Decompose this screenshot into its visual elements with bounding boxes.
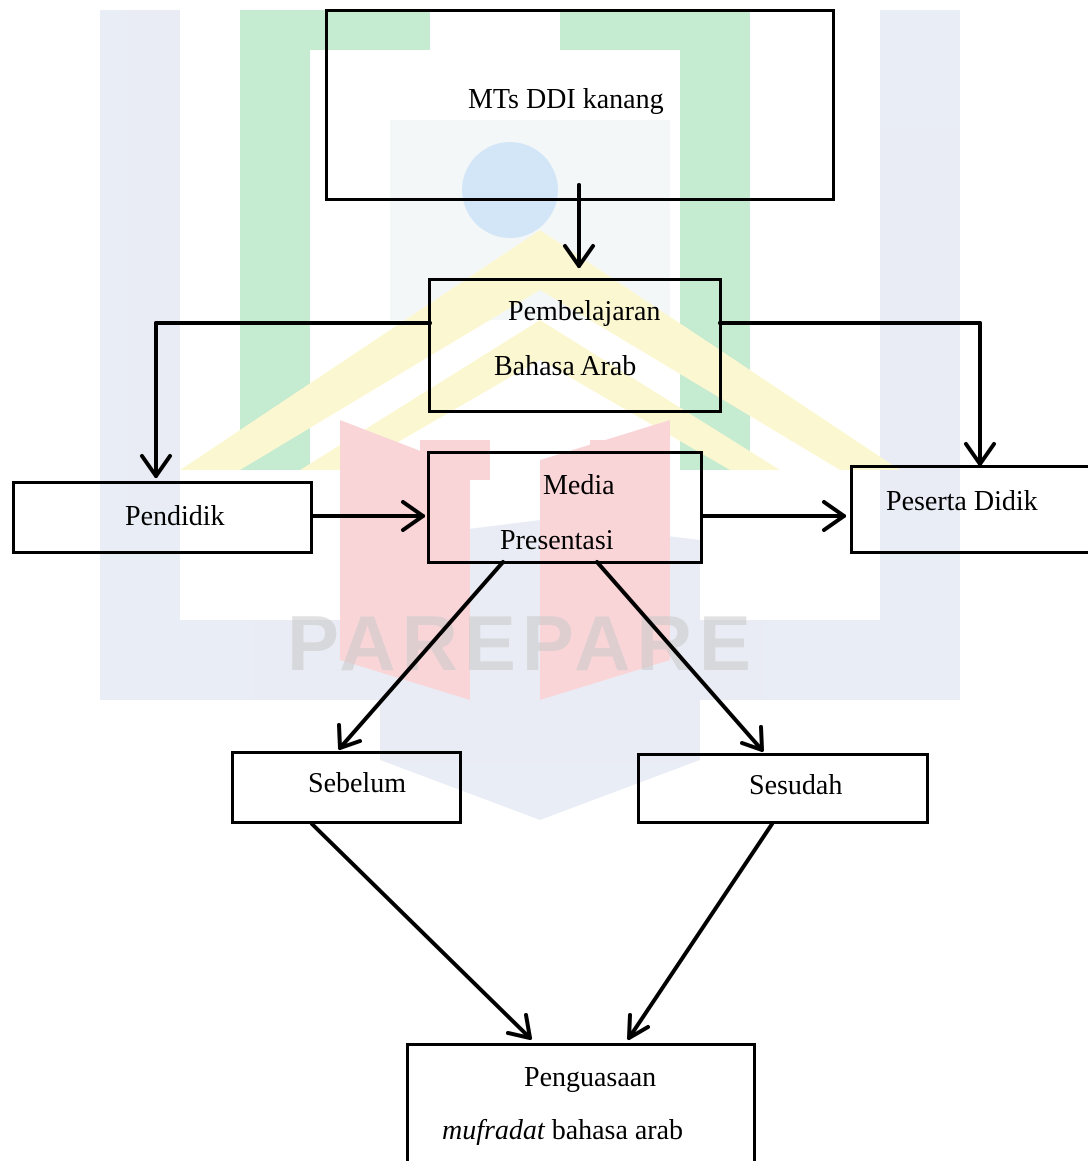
node-pendidik-label: Pendidik	[125, 501, 225, 532]
node-pembelajaran	[428, 278, 722, 413]
edge-media-sesudah	[595, 560, 764, 752]
node-media-line2: Presentasi	[500, 525, 614, 556]
node-media-line1: Media	[543, 470, 615, 501]
node-penguasaan-rest: bahasa arab	[544, 1115, 684, 1146]
node-pembelajaran-line2: Bahasa Arab	[494, 351, 637, 382]
node-peserta-label: Peserta Didik	[886, 486, 1038, 517]
node-peserta	[850, 465, 1088, 554]
arrowhead-penguasaan-right	[627, 1013, 650, 1040]
arrowhead-penguasaan-left	[506, 1013, 532, 1040]
watermark-text: PAREPARE	[287, 599, 757, 687]
arrowhead-peserta-top	[964, 442, 996, 466]
node-sebelum	[231, 751, 462, 824]
node-penguasaan	[406, 1043, 756, 1161]
node-pendidik	[12, 481, 313, 554]
node-penguasaan-line2: mufradat bahasa arab	[442, 1117, 683, 1145]
node-sesudah-label: Sesudah	[749, 770, 843, 801]
edge-sebelum-penguasaan	[310, 822, 532, 1040]
edge-media-sebelum	[338, 560, 505, 750]
node-mts-label: MTs DDI kanang	[468, 84, 664, 115]
edge-pembelajaran-pendidik	[154, 321, 432, 478]
arrowhead-sesudah	[740, 725, 764, 752]
edge-sesudah-penguasaan	[627, 822, 774, 1040]
arrowhead-pembelajaran	[563, 244, 595, 268]
node-sesudah	[637, 753, 929, 824]
node-penguasaan-line1: Penguasaan	[524, 1062, 657, 1093]
node-sebelum-label: Sebelum	[308, 768, 406, 799]
arrowhead-sebelum	[337, 723, 362, 750]
node-mts	[325, 9, 835, 201]
node-media	[427, 451, 703, 564]
node-penguasaan-italic: mufradat	[442, 1115, 545, 1146]
arrowhead-media-left	[401, 500, 425, 532]
arrowhead-pendidik	[140, 454, 172, 478]
edge-pembelajaran-peserta	[718, 321, 982, 466]
arrowhead-peserta-left	[822, 500, 846, 532]
node-pembelajaran-line1: Pembelajaran	[508, 296, 661, 327]
